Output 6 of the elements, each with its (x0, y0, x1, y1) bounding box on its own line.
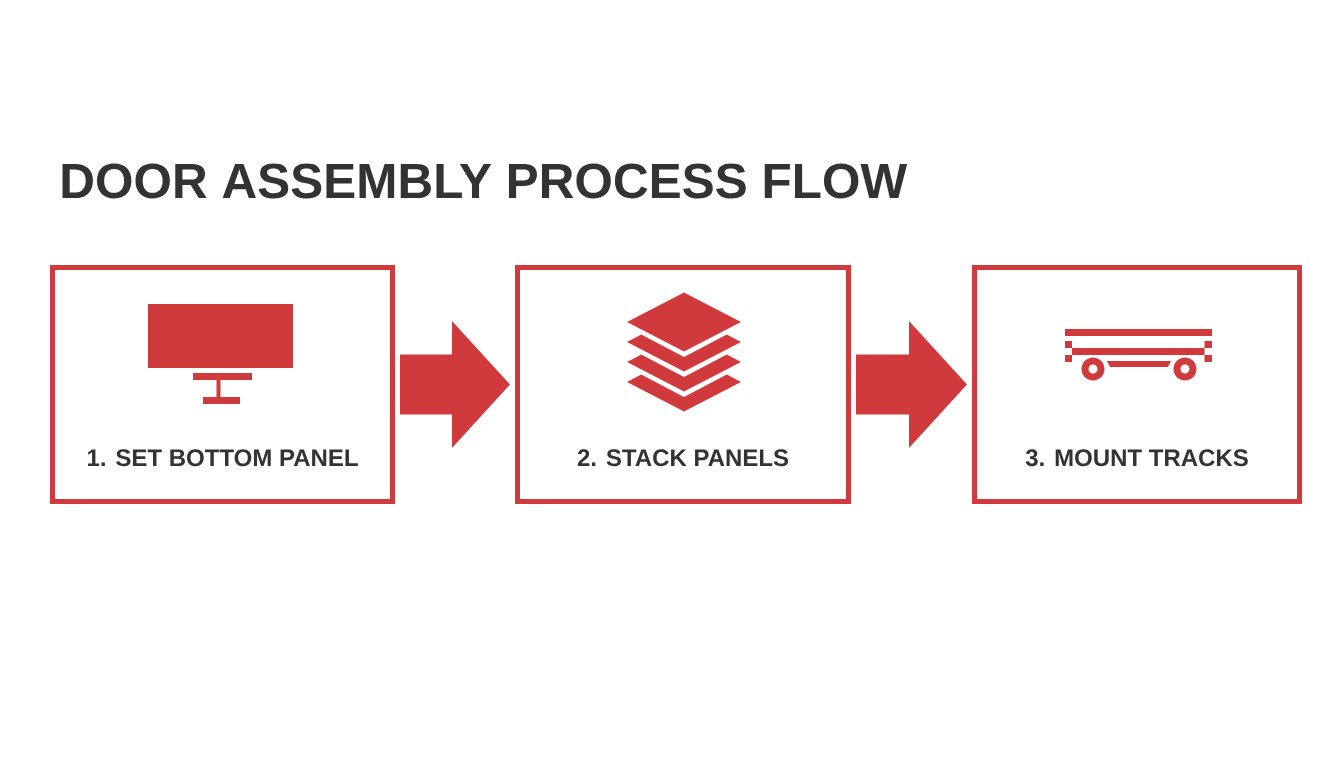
arrow (856, 321, 967, 448)
process-box: 1. SET BOTTOM PANEL (50, 265, 395, 504)
arrow (400, 321, 510, 448)
process-box: 2. STACK PANELS (515, 265, 851, 504)
process-box: 3. MOUNT TRACKS (972, 265, 1302, 504)
title: DOOR ASSEMBLY PROCESS FLOW (62, 163, 908, 199)
